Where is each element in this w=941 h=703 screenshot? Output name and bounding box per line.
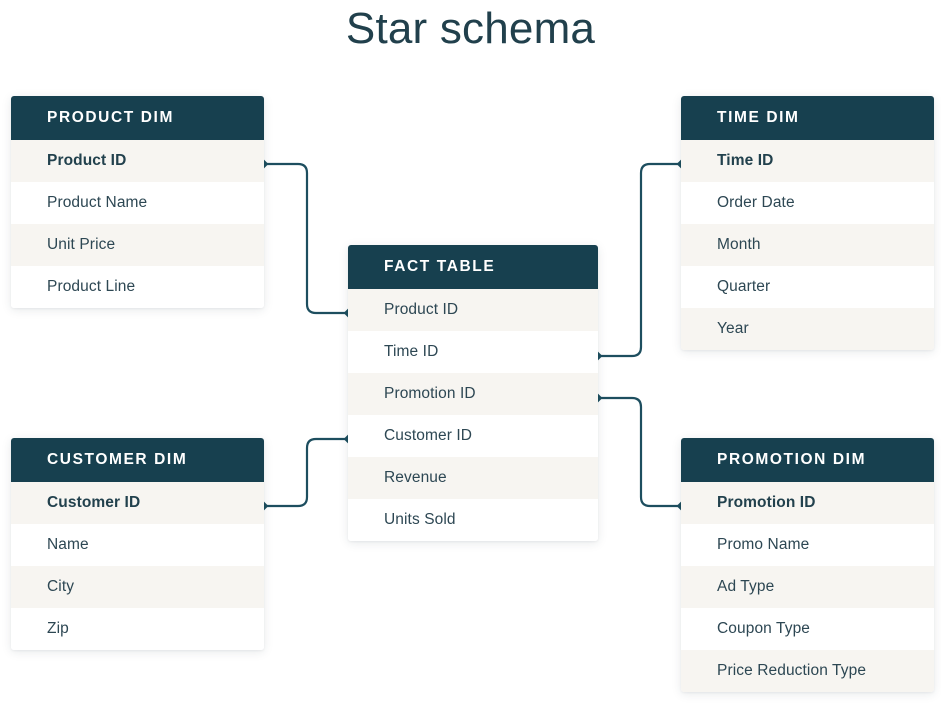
table-header-customer-dim: CUSTOMER DIM: [11, 438, 264, 482]
table-row[interactable]: Time ID: [348, 331, 598, 373]
table-row[interactable]: Zip: [11, 608, 264, 650]
table-customer-dim[interactable]: CUSTOMER DIM Customer ID Name City Zip: [11, 438, 264, 650]
table-row[interactable]: Unit Price: [11, 224, 264, 266]
customer-id-relationship: [262, 437, 350, 508]
table-header-promotion-dim: PROMOTION DIM: [681, 438, 934, 482]
table-row[interactable]: Name: [11, 524, 264, 566]
table-row[interactable]: Ad Type: [681, 566, 934, 608]
table-promotion-dim[interactable]: PROMOTION DIM Promotion ID Promo Name Ad…: [681, 438, 934, 692]
table-row[interactable]: Year: [681, 308, 934, 350]
table-row[interactable]: Product Name: [11, 182, 264, 224]
table-row[interactable]: Product ID: [348, 289, 598, 331]
table-row[interactable]: Time ID: [681, 140, 934, 182]
table-row[interactable]: Revenue: [348, 457, 598, 499]
table-header-product-dim: PRODUCT DIM: [11, 96, 264, 140]
time-id-relationship: [596, 162, 683, 358]
table-row[interactable]: Promotion ID: [681, 482, 934, 524]
table-header-time-dim: TIME DIM: [681, 96, 934, 140]
table-row[interactable]: Customer ID: [11, 482, 264, 524]
table-row[interactable]: Customer ID: [348, 415, 598, 457]
table-row[interactable]: Month: [681, 224, 934, 266]
table-fact-table[interactable]: FACT TABLE Product ID Time ID Promotion …: [348, 245, 598, 541]
table-row[interactable]: Promo Name: [681, 524, 934, 566]
table-row[interactable]: Order Date: [681, 182, 934, 224]
table-product-dim[interactable]: PRODUCT DIM Product ID Product Name Unit…: [11, 96, 264, 308]
table-header-fact-table: FACT TABLE: [348, 245, 598, 289]
table-row[interactable]: Coupon Type: [681, 608, 934, 650]
promotion-id-relationship: [596, 396, 683, 508]
product-id-relationship: [262, 162, 350, 315]
table-row[interactable]: Price Reduction Type: [681, 650, 934, 692]
table-row[interactable]: Units Sold: [348, 499, 598, 541]
page-title: Star schema: [345, 4, 596, 53]
table-row[interactable]: Quarter: [681, 266, 934, 308]
table-row[interactable]: Product Line: [11, 266, 264, 308]
table-row[interactable]: Promotion ID: [348, 373, 598, 415]
table-time-dim[interactable]: TIME DIM Time ID Order Date Month Quarte…: [681, 96, 934, 350]
table-row[interactable]: Product ID: [11, 140, 264, 182]
table-row[interactable]: City: [11, 566, 264, 608]
